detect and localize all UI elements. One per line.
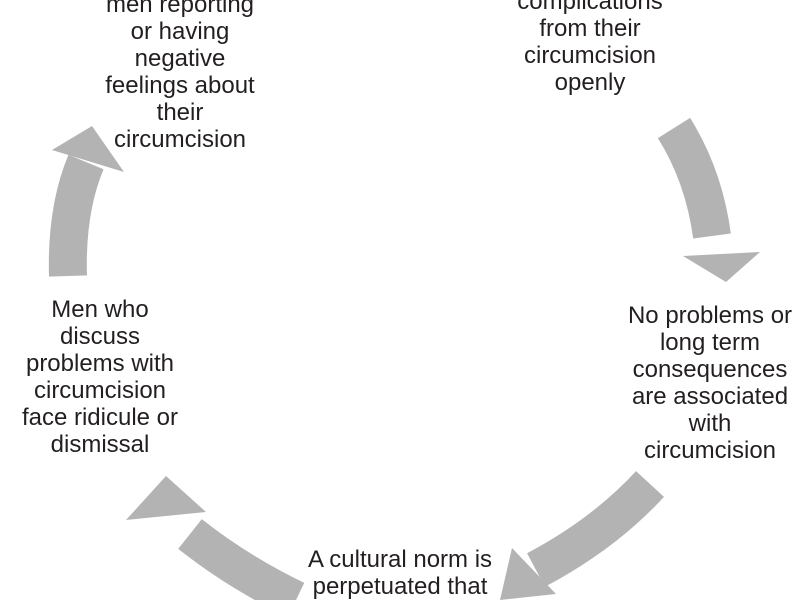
node-right-line: are associated	[631, 383, 789, 410]
node-right-line: long term	[659, 329, 761, 356]
node-top-right: complications from their circumcision op…	[450, 0, 730, 96]
node-left-line: circumcision	[33, 377, 167, 404]
node-top-left-line: men reporting	[105, 0, 255, 18]
node-right-line: circumcision	[643, 437, 777, 464]
node-top-left-line: feelings about	[105, 72, 255, 99]
node-bottom-line: A cultural norm is	[307, 546, 493, 573]
node-right-line: No problems or	[627, 302, 793, 329]
node-left-line: problems with	[25, 350, 175, 377]
node-right-line: consequences	[632, 356, 788, 383]
node-right-line: with	[688, 410, 732, 437]
arrow-bottom-to-left	[126, 476, 305, 600]
node-left-line: face ridicule or	[21, 404, 179, 431]
node-right: No problems or long term consequences ar…	[590, 302, 800, 464]
node-top-right-line: circumcision	[523, 42, 657, 69]
node-left-line: Men who	[51, 296, 149, 323]
node-bottom-line: perpetuated that	[312, 573, 488, 600]
node-left-line: dismissal	[50, 431, 150, 458]
node-top-left-line: their	[156, 99, 204, 126]
arrow-right-to-bottom	[500, 471, 664, 600]
node-top-right-line: from their	[539, 15, 641, 42]
arrow-left-to-top-left	[48, 126, 124, 277]
node-top-left-line: circumcision	[113, 126, 247, 153]
node-top-right-line: complications	[517, 0, 663, 15]
node-top-left-line: negative	[134, 45, 226, 72]
node-bottom: A cultural norm is perpetuated that	[270, 546, 530, 600]
node-top-left: men reporting or having negative feeling…	[40, 0, 320, 153]
node-left-line: discuss	[59, 323, 141, 350]
node-top-left-line: or having	[130, 18, 230, 45]
node-left: Men who discuss problems with circumcisi…	[0, 296, 240, 458]
arrow-top-right-to-right	[657, 117, 760, 282]
node-top-right-line: openly	[554, 69, 626, 96]
